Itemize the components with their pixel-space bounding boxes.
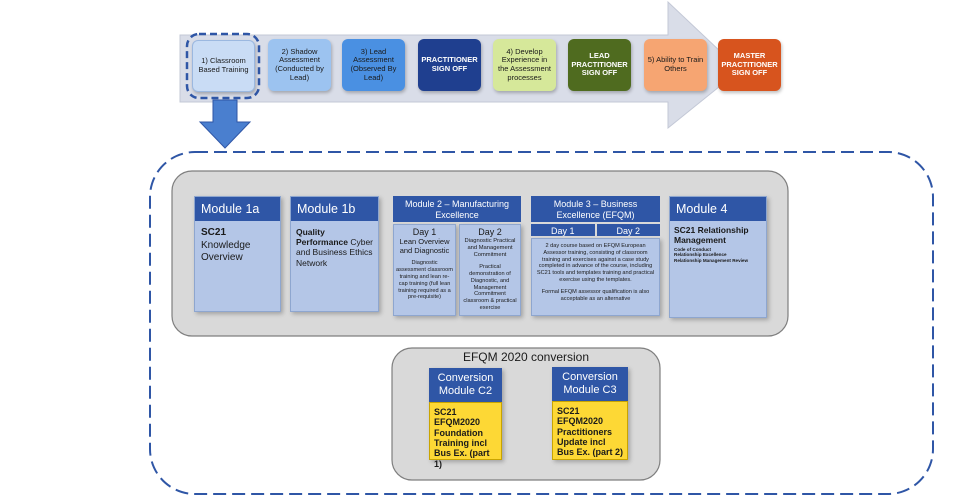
module-1b-bold: Quality Performance [296,227,348,248]
modules-dashed-container [149,151,934,495]
module-4-item: Relationship Excellence [674,252,727,258]
module-2-day1-body: Diagnostic assessment classroom training… [396,260,453,301]
module-2-day1-heading: Lean Overview and Diagnostic [399,237,450,255]
step-master-practitioner-sign-off: MASTER PRACTITIONER SIGN OFF [718,39,781,91]
module-2-title: Module 2 – Manufacturing Excellence [393,196,521,222]
conversion-c3-body: SC21 EFQM2020 Practitioners Update incl … [552,401,628,460]
conversion-title: EFQM 2020 conversion [462,350,590,364]
step-lead-practitioner-sign-off: LEAD PRACTITIONER SIGN OFF [568,39,631,91]
conversion-module-c2: Conversion Module C2 SC21 EFQM2020 Found… [429,368,502,469]
module-2-day2-label: Day 2 [478,227,502,237]
module-2-day2: Day 2 Diagnostic Practical and Managemen… [459,224,521,316]
module-1a-text: Knowledge Overview [201,239,251,264]
module-3-body: 2 day course based on EFQM European Asse… [531,238,660,316]
module-2-day2-heading: Diagnostic Practical and Management Comm… [464,238,516,259]
step-ability-to-train: 5) Ability to Train Others [644,39,707,91]
step-lead-assessment: 3) Lead Assessment (Observed By Lead) [342,39,405,91]
module-2: Module 2 – Manufacturing Excellence Day … [393,196,521,316]
step-highlight-dashed [185,32,261,100]
module-1b-title: Module 1b [291,197,378,221]
module-2-day1-label: Day 1 [412,227,437,237]
module-3-body-note: Formal EFQM assessor qualification is al… [541,288,650,302]
module-3-body-text: 2 day course based on EFQM European Asse… [536,243,655,284]
step-shadow-assessment: 2) Shadow Assessment (Conducted by Lead) [268,39,331,91]
module-4: Module 4 SC21 Relationship Management Co… [669,196,767,318]
conversion-c3-title: Conversion Module C3 [552,367,628,401]
step-practitioner-sign-off: PRACTITIONER SIGN OFF [418,39,481,91]
module-1b: Module 1b Quality Performance Cyber and … [290,196,379,312]
module-1a: Module 1a SC21 Knowledge Overview [194,196,281,312]
module-3: Module 3 – Business Excellence (EFQM) Da… [531,196,660,316]
module-4-item: Code of Conduct [674,246,711,252]
down-arrow-icon [198,99,252,149]
step-develop-experience: 4) Develop Experience in the Assessment … [493,39,556,91]
module-2-day1: Day 1 Lean Overview and Diagnostic Diagn… [393,224,456,316]
module-3-day1-label: Day 1 [531,224,595,236]
module-3-day2-label: Day 2 [596,224,660,236]
module-1a-title: Module 1a [195,197,280,221]
step-classroom-training: 1) Classroom Based Training [192,40,255,92]
conversion-module-c3: Conversion Module C3 SC21 EFQM2020 Pract… [552,367,628,460]
module-4-bold: SC21 Relationship Management [674,225,749,245]
module-4-item: Relationship Management Review [674,258,749,263]
module-1b-text: Cyber and Business Ethics Network [296,237,374,268]
module-3-title: Module 3 – Business Excellence (EFQM) [531,196,660,222]
conversion-c2-title: Conversion Module C2 [429,368,502,402]
module-1a-bold: SC21 [201,227,227,238]
module-3-day-labels: Day 1 Day 2 [531,224,660,236]
module-4-title: Module 4 [670,197,766,221]
conversion-c2-body: SC21 EFQM2020 Foundation Training incl B… [429,402,502,469]
module-2-day2-body: Practical demonstration of Diagnostic, a… [463,264,517,312]
